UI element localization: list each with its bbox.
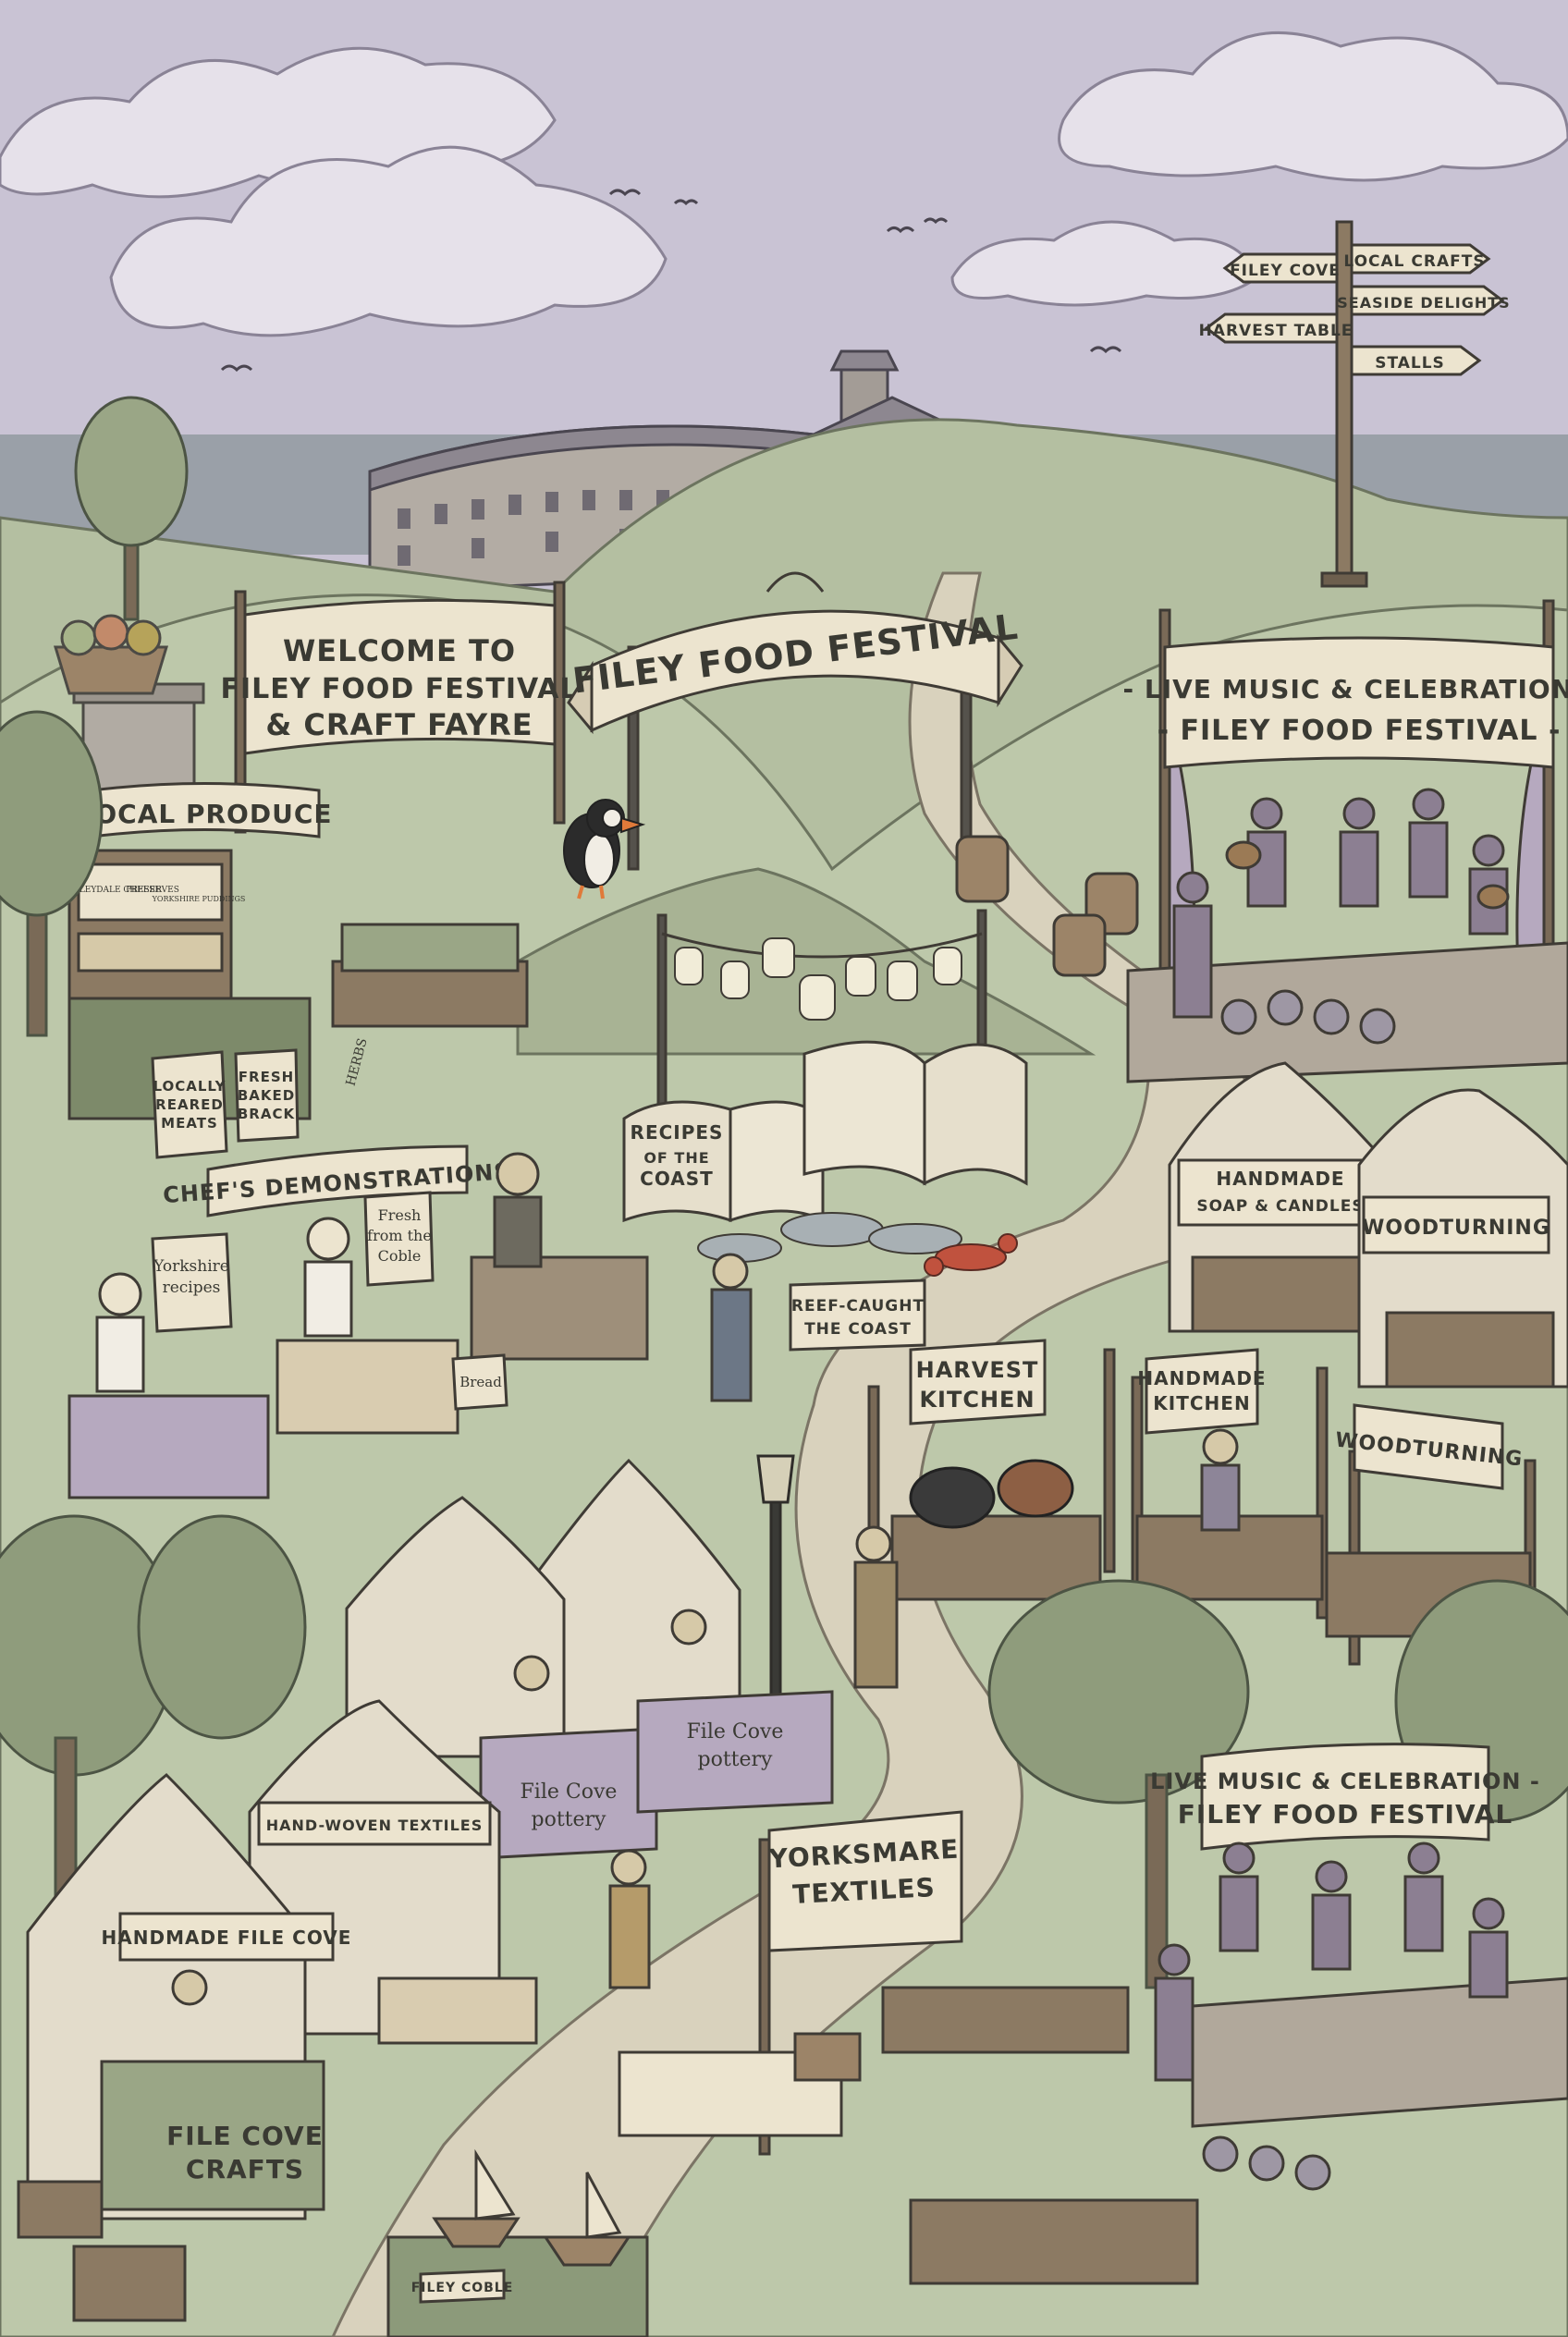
stage-bottom-line-1: LIVE MUSIC & CELEBRATION - — [1150, 1768, 1540, 1794]
trees-right — [987, 1579, 1568, 1989]
produce-puddings: YORKSHIRE PUDDINGS — [152, 895, 246, 903]
signpost-icon — [1320, 220, 1368, 588]
stage-top — [1126, 599, 1568, 1083]
yorkshire-recipes-2: recipes — [163, 1279, 221, 1297]
local-produce-banner — [91, 782, 321, 838]
recipe-books — [622, 1040, 1028, 1223]
fish-icon — [697, 1212, 962, 1263]
stage-bottom-line-2: FILEY FOOD FESTIVAL — [1178, 1799, 1513, 1829]
file-cove-crafts-2: CRAFTS — [186, 2154, 304, 2184]
harvest-kitchen-1: HARVEST — [916, 1357, 1039, 1383]
lower-tables — [618, 1986, 1199, 2285]
recipes-line-2: OF THE — [643, 1149, 709, 1167]
recipes-line-1: RECIPES — [631, 1121, 724, 1144]
hand-woven-label: HAND-WOVEN TEXTILES — [266, 1817, 483, 1834]
file-cove-crafts-1: FILE COVE — [166, 2121, 324, 2151]
signpost-arrows — [1204, 243, 1505, 376]
sign-seaside-delights: SEASIDE DELIGHTS — [1337, 294, 1510, 312]
trees-lower-left — [0, 1514, 307, 1906]
recipes-line-3: COAST — [640, 1168, 714, 1190]
produce-signs — [151, 1048, 300, 1159]
sign-local-crafts: LOCAL CRAFTS — [1343, 252, 1485, 271]
chefs-demo-banner — [206, 1144, 469, 1217]
stage-bottom — [1154, 1743, 1568, 2191]
meats-line-3: MEATS — [161, 1115, 218, 1132]
clouds — [0, 31, 1568, 337]
soap-candles-2: SOAP & CANDLES — [1196, 1197, 1364, 1216]
soap-candles-tent — [1168, 1061, 1398, 1333]
meats-line-2: REARED — [155, 1096, 224, 1113]
handmade-file-cove-label: HANDMADE FILE COVE — [102, 1927, 352, 1949]
stage-top-line-1: - LIVE MUSIC & CELEBRATION - — [1123, 674, 1568, 704]
pottery-1-line-1: File Cove — [521, 1780, 618, 1804]
handmade-kitchen-1: HANDMADE — [1137, 1367, 1266, 1389]
pottery-2-line-1: File Cove — [687, 1720, 784, 1744]
brack-line-3: BRACK — [238, 1106, 296, 1122]
yorksmare-line-2: TEXTILES — [792, 1872, 937, 1910]
fresh-coble-1: Fresh — [378, 1206, 422, 1224]
guitar-icon — [1225, 840, 1510, 910]
local-produce-title: LOCAL PRODUCE — [79, 799, 333, 829]
harvest-kitchen-2: KITCHEN — [919, 1387, 1035, 1413]
barrels — [955, 835, 1139, 977]
tree-left-top — [74, 396, 189, 621]
harvest-kitchen-stall — [867, 1339, 1116, 1610]
produce-preserves: PRESERVES — [126, 886, 179, 895]
soap-candles-1: HANDMADE — [1216, 1168, 1344, 1190]
produce-cheese: WENSLEYDALE CHEESE — [52, 886, 161, 895]
sign-filey-cove: FILEY COVE — [1230, 262, 1341, 280]
fresh-coble-2: from the — [367, 1227, 432, 1244]
fisherman — [710, 1253, 753, 1402]
yorksmare-banner — [758, 1810, 963, 2156]
pottery-2-line-2: pottery — [698, 1748, 774, 1771]
welcome-line-1: WELCOME TO — [283, 633, 516, 668]
brack-line-2: BAKED — [238, 1087, 295, 1104]
crates — [17, 2180, 187, 2322]
fresh-coble-3: Coble — [378, 1247, 422, 1265]
file-cove-tent — [26, 1772, 335, 2221]
cauldron-icon — [909, 1459, 1074, 1529]
basket-icon — [53, 614, 169, 695]
chef-signs — [151, 1191, 508, 1411]
welcome-banner — [234, 581, 566, 834]
puffin-icon — [563, 799, 646, 899]
sign-harvest-table: HARVEST TABLE — [1199, 322, 1354, 340]
gull-icon — [220, 189, 1122, 373]
pottery-tents — [345, 1458, 834, 1860]
lobster-icon — [924, 1233, 1018, 1277]
woodturning-top-tent — [1357, 1088, 1568, 1389]
filey-coble-label: FILEY COBLE — [411, 2281, 514, 2295]
pottery-1-line-2: pottery — [532, 1808, 607, 1831]
filey-coble-stall — [386, 2148, 649, 2337]
fish-seller — [853, 1525, 899, 1689]
reef-caught-line-2: THE COAST — [804, 1320, 912, 1339]
bread-sign: Bread — [459, 1374, 502, 1390]
yorkshire-recipes-1: Yorkshire — [153, 1257, 229, 1276]
sign-stalls: STALLS — [1375, 354, 1445, 373]
welcome-line-3: & CRAFT FAYRE — [265, 707, 533, 742]
welcome-line-2: FILEY FOOD FESTIVAL — [220, 673, 578, 705]
brack-line-1: FRESH — [239, 1069, 294, 1085]
tree-left-mid — [0, 710, 104, 1037]
lantern-icon — [674, 937, 962, 1021]
stage-top-line-2: - FILEY FOOD FESTIVAL - — [1158, 715, 1562, 747]
woodturning-top-label: WOODTURNING — [1362, 1217, 1550, 1240]
reef-caught-line-1: REEF-CAUGHT — [791, 1297, 925, 1315]
reef-caught-sign — [789, 1279, 926, 1352]
arch-banner — [567, 571, 1023, 871]
handmade-kitchen-2: KITCHEN — [1153, 1392, 1250, 1414]
shopper — [608, 1849, 651, 1989]
meats-line-1: LOCALLY — [153, 1078, 226, 1095]
handmade-kitchen-stall — [1131, 1348, 1329, 1629]
